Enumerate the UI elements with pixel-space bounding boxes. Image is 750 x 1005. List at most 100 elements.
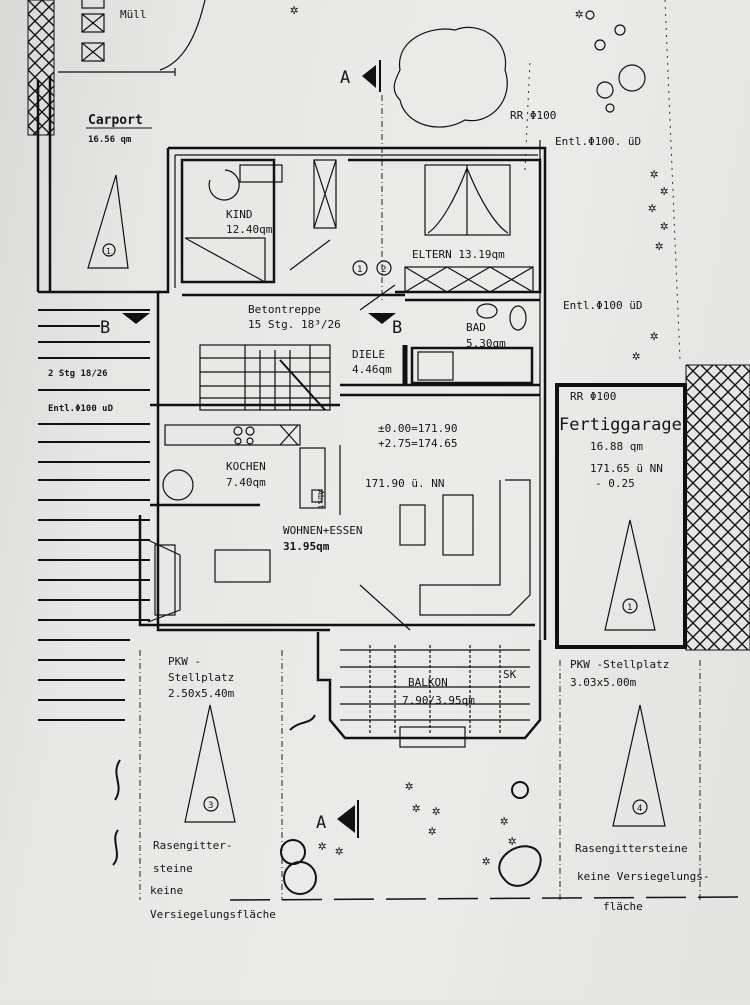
armchair-icon [399,504,426,546]
fireplace-icon [147,539,181,623]
label-drain-top: Entl.Φ100. üD [555,135,641,148]
balcony [316,632,542,748]
label-wohnen-area: 31.95qm [283,540,330,553]
label-pkw-right-size: 3.03x5.00m [570,676,637,689]
sink-icon [476,303,498,319]
label-garage-level: - 0.25 [595,477,635,490]
svg-text:✲: ✲ [432,803,440,819]
parking-number-4: 4 [637,804,642,814]
svg-text:✲: ✲ [412,800,420,816]
svg-text:✲: ✲ [482,853,490,869]
label-kochen-area: 7.40qm [226,476,266,489]
label-garage-rr: RR Φ100 [570,390,616,403]
label-stair-steps: 15 Stg. 18³/26 [248,318,341,331]
label-bad-area: 5.30qm [466,337,506,350]
label-kind: KIND [226,208,253,221]
staircase-icon [199,344,331,411]
parking-triangle-garage [604,519,656,631]
label-rasen-right-1: Rasengittersteine [575,842,688,855]
label-carport: Carport [88,113,143,128]
label-level-1: +2.75=174.65 [378,437,457,450]
label-pkw-left-1: PKW - [168,655,201,668]
section-arrow-icon [362,65,376,88]
svg-text:✲: ✲ [632,348,640,364]
table-icon [162,469,194,501]
label-diele: DIELE [352,348,385,361]
svg-text:✲: ✲ [508,833,516,849]
label-bad: BAD [466,321,486,334]
toilet-icon [509,305,527,331]
svg-text:✲: ✲ [650,328,658,344]
room-kind [180,158,276,284]
svg-text:✲: ✲ [655,238,663,254]
label-garage: Fertiggarage [559,415,682,435]
svg-text:✲: ✲ [575,6,583,22]
svg-text:✲: ✲ [290,2,298,18]
chair-icon [208,169,240,201]
label-outside-drain: Entl.Φ100 uD [48,404,114,414]
svg-text:✲: ✲ [428,823,436,839]
plant-stars: ✲✲✲ ✲✲✲ ✲✲✲ ✲✲✲ ✲✲✲ ✲✲✲ [290,2,668,869]
label-garage-area: 16.88 qm [590,440,643,453]
parking-triangle-1 [87,174,129,269]
svg-text:✲: ✲ [405,778,413,794]
svg-text:✲: ✲ [500,813,508,829]
waste-bins [81,0,105,62]
house-walls [138,140,547,690]
svg-text:✲: ✲ [318,838,326,854]
bushes-icon [112,714,542,895]
svg-text:✲: ✲ [335,843,343,859]
label-pkw-left-size: 2.50x5.40m [168,687,235,700]
section-arrow-icon [122,313,150,324]
section-arrow-icon [368,313,396,324]
garage-number: 1 [627,603,632,613]
bed-icon [184,237,266,283]
label-rasen-left-3: keine [150,884,183,897]
section-b-right: B [392,318,402,338]
svg-text:✲: ✲ [648,200,656,216]
fence-hatch-right [685,364,750,651]
kitchen-counter [164,424,301,446]
wardrobe-icon [313,159,337,229]
parking-triangle-3 [184,704,236,823]
label-betontreppe: Betontreppe [248,303,321,316]
label-pkw-right-1: PKW -Stellplatz [570,658,669,671]
parking-number: 1 [106,247,111,256]
label-diele-area: 4.46qm [352,363,392,376]
fence-hatch-left [27,0,55,136]
label-garage-nn: 171.65 ü NN [590,462,663,475]
section-a-top: A [340,68,350,88]
garage-outline [555,383,687,649]
label-rasen-left-1: Rasengitter- [153,839,232,852]
label-level-nn: 171.90 ü. NN [365,477,444,490]
label-kochen: KOCHEN [226,460,266,473]
label-rr-top: RR Φ100 [510,109,556,122]
label-pkw-left-2: Stellplatz [168,671,234,684]
section-a-bottom: A [316,813,326,833]
marker-2: 2 [381,265,386,275]
label-muell: Müll [120,8,147,21]
label-kind-area: 12.40qm [226,223,273,236]
dining-table-icon [214,549,271,583]
label-rasen-right-2: keine Versiegelungs- [577,870,709,883]
label-level-0: ±0.00=171.90 [378,422,457,435]
shrubs-icon [585,10,646,113]
outside-steps-lines [38,309,150,721]
label-balkon-area: 7.90/3.95qm [402,694,475,707]
label-eltern: ELTERN 13.19qm [412,248,505,261]
carport-walls [36,0,206,294]
label-abst: Abst [316,490,325,509]
wardrobe-icon [404,266,534,293]
bathtub-icon [410,346,534,385]
coffee-table-icon [442,494,474,556]
tree-icon [393,26,508,128]
room-eltern [348,158,542,294]
label-rasen-left-2: steine [153,862,193,875]
label-drain-mid: Entl.Φ100 üD [563,299,642,312]
marker-1: 1 [357,265,362,275]
svg-text:✲: ✲ [660,218,668,234]
parking-triangle-4 [612,704,666,827]
parking-number-3: 3 [208,801,213,811]
